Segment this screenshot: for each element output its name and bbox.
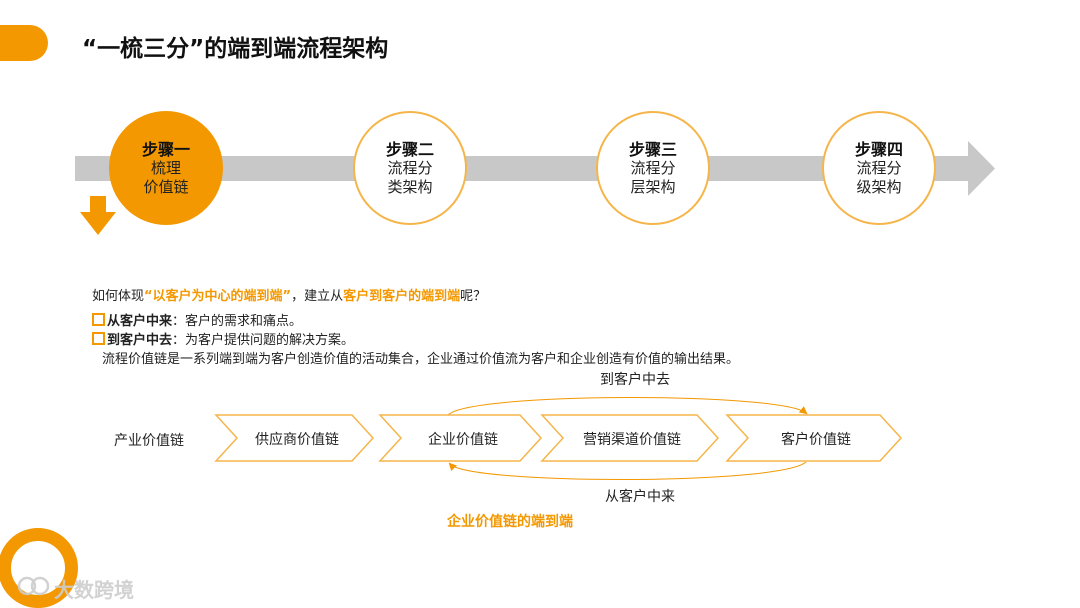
bullet-2-text: ：为客户提供问题的解决方案。 <box>172 333 355 348</box>
chevron-customer <box>725 414 903 462</box>
supplier-value-chain-label: 供应商价值链 <box>255 432 339 448</box>
page-title: “一梳三分”的端到端流程架构 <box>82 36 389 62</box>
industry-value-chain-label: 产业价值链 <box>114 433 184 449</box>
chevron-enterprise <box>378 414 543 462</box>
bullet-1: 从客户中来：客户的需求和痛点。 <box>92 310 302 329</box>
question-highlight-2: 客户到客户的端到端 <box>343 289 461 304</box>
step-1-circle: 步骤一 梳理 价值链 <box>109 111 223 225</box>
step-4-line-1: 流程分 <box>856 158 902 177</box>
square-bullet-icon <box>92 313 105 326</box>
step-3-line-1: 流程分 <box>630 158 676 177</box>
bullet-1-label: 从客户中来 <box>107 314 173 329</box>
from-customer-label: 从客户中来 <box>605 489 675 505</box>
header-accent-tab <box>0 25 48 61</box>
step-1-title: 步骤一 <box>141 139 190 159</box>
question-mid: ，建立从 <box>291 289 344 304</box>
watermark-text: 大数跨境 <box>54 578 134 602</box>
step-1-line-1: 梳理 <box>150 158 181 177</box>
question-pre: 如何体现 <box>92 289 145 304</box>
step-2-line-1: 流程分 <box>387 158 433 177</box>
step-4-circle: 步骤四 流程分 级架构 <box>822 111 936 225</box>
step-2-line-2: 类架构 <box>387 177 433 196</box>
chevron-marketing-channel <box>540 414 720 462</box>
bullet-2: 到客户中去：为客户提供问题的解决方案。 <box>92 329 354 348</box>
to-customer-label: 到客户中去 <box>600 372 670 388</box>
step-4-title: 步骤四 <box>854 139 903 159</box>
step-3-circle: 步骤三 流程分 层架构 <box>596 111 710 225</box>
question-line: 如何体现“以客户为中心的端到端”，建立从客户到客户的端到端呢？ <box>92 285 486 304</box>
chevron-supplier <box>214 414 375 462</box>
down-arrow-icon <box>80 196 116 235</box>
step-1-line-2: 价值链 <box>143 177 189 196</box>
marketing-channel-value-chain-label: 营销渠道价值链 <box>583 432 681 448</box>
bullet-1-text: ：客户的需求和痛点。 <box>172 314 303 329</box>
to-customer-loop-arrow <box>447 397 808 416</box>
from-customer-loop-arrow <box>448 461 807 480</box>
enterprise-value-chain-label: 企业价值链 <box>428 432 498 448</box>
customer-value-chain-label: 客户价值链 <box>781 432 851 448</box>
step-3-line-2: 层架构 <box>630 177 676 196</box>
process-arrow-head <box>968 141 995 196</box>
step-4-line-2: 级架构 <box>856 177 902 196</box>
process-arrow-bar <box>75 156 970 181</box>
question-highlight-1: “以客户为中心的端到端” <box>144 289 292 304</box>
square-bullet-icon <box>92 332 105 345</box>
step-3-title: 步骤三 <box>628 139 677 159</box>
watermark-logo-icon <box>17 576 50 596</box>
step-2-circle: 步骤二 流程分 类架构 <box>353 111 467 225</box>
question-post: 呢？ <box>460 289 487 304</box>
step-2-title: 步骤二 <box>385 139 434 159</box>
summary-text: 流程价值链是一系列端到端为客户创造价值的活动集合，企业通过价值流为客户和企业创造… <box>102 352 740 367</box>
enterprise-e2e-caption: 企业价值链的端到端 <box>447 514 573 530</box>
bullet-2-label: 到客户中去 <box>107 333 173 348</box>
